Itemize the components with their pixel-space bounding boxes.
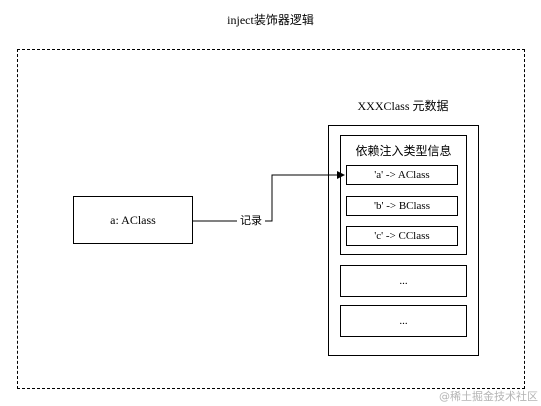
source-node-aclass: a: AClass [73,196,193,244]
metadata-ellipsis-box-2: ... [340,305,467,337]
metadata-container [328,125,479,356]
dependency-entry-c: 'c' -> CClass [346,226,458,246]
dependency-entry-b: 'b' -> BClass [346,196,458,216]
dependency-info-container [340,135,467,255]
diagram-title: inject装饰器逻辑 [227,13,314,27]
metadata-title: XXXClass 元数据 [357,99,449,113]
edge-label-record: 记录 [237,214,265,228]
metadata-ellipsis-box-1: ... [340,265,467,297]
dependency-info-title: 依赖注入类型信息 [355,144,452,158]
connector-line [193,171,345,222]
dependency-entry-a: 'a' -> AClass [346,165,458,185]
outer-dashed-boundary [17,49,525,389]
watermark-text: @稀土掘金技术社区 [439,390,538,403]
